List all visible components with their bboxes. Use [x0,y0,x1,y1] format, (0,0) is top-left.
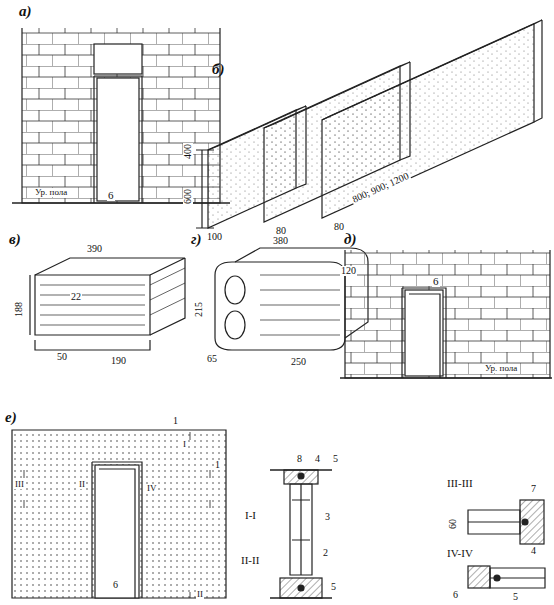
callout-number: 4 [530,546,537,556]
dimension-label: 390 [86,244,103,254]
callout-number: 4 [314,454,321,464]
dimension-label: 120 [340,266,357,276]
callout-number: 1 [214,460,221,470]
dimension-label: 380 [272,236,289,246]
dimension-label: 600 [183,188,193,205]
dimension-label: 80 [275,226,287,236]
view-letter: г) [190,232,203,247]
callout-number: 2 [322,548,329,558]
dimension-label: 50 [56,352,68,362]
section-door-joint [468,566,545,588]
section-wall-joint [468,500,544,544]
dimension-label: 22 [70,292,82,302]
dimension-label: 250 [290,357,307,367]
section-mark: IV [146,484,158,493]
section-title: II-II [240,555,260,566]
section-stud [270,470,332,598]
callout-number: 5 [512,592,519,602]
section-mark: III [14,480,25,489]
level-note: Ур. пола [484,364,518,373]
callout-number: 3 [324,512,331,522]
gypsum-panels [196,20,542,228]
callout-number: 6 [432,276,440,287]
dimension-label: 80 [333,222,345,232]
callout-number: 1 [172,416,179,426]
view-letter: а) [18,4,33,19]
section-mark: II [196,590,204,599]
callout-number: 6 [107,190,115,201]
dimension-label: 215 [194,301,204,318]
callout-number: 6 [452,590,459,600]
section-title: I-I [244,510,257,521]
section-mark: I [182,440,187,449]
callout-number: 5 [330,582,337,592]
view-letter: б) [211,62,225,77]
callout-number: 6 [112,580,119,590]
section-title: III-III [446,478,474,489]
dimension-label: 100 [206,232,223,242]
block-partition [12,28,230,203]
section-title: IV-IV [446,548,474,559]
dimension-label: 60 [448,518,458,530]
dimension-label: 400 [183,143,193,160]
dimension-label: 190 [110,356,127,366]
view-letter: д) [343,232,357,247]
callout-number: 8 [296,454,303,464]
section-mark: II [78,480,86,489]
dimension-label: 65 [206,354,218,364]
level-note: Ур. пола [34,188,68,197]
callout-number: 7 [530,484,537,494]
hollow-block [30,258,185,350]
callout-number: 5 [332,454,339,464]
brick-partition [340,250,552,378]
dimension-label: 188 [14,301,24,318]
view-letter: в) [8,232,22,247]
frame-partition [12,430,226,598]
view-letter: е) [4,410,18,425]
